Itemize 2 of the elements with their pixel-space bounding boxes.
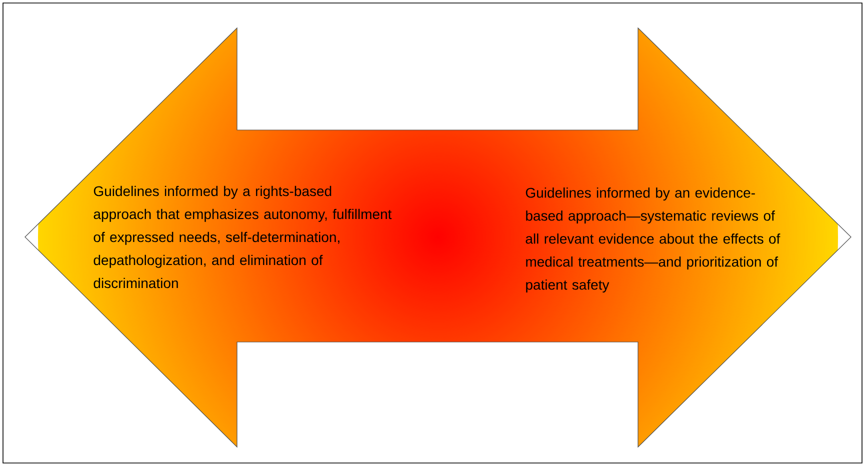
arrow-text: Guidelines informed by an evidence-based approach—systematic reviews of all relevant evidence about the effects of medical treatments—and prioritization of patient safety xyxy=(526,187,780,293)
arrow-text: Guidelines informed by a rights-based approach that emphasizes autonomy, fulfillment of expressed needs, self-determination, depathologization, and elimination of discrimination xyxy=(94,186,392,288)
